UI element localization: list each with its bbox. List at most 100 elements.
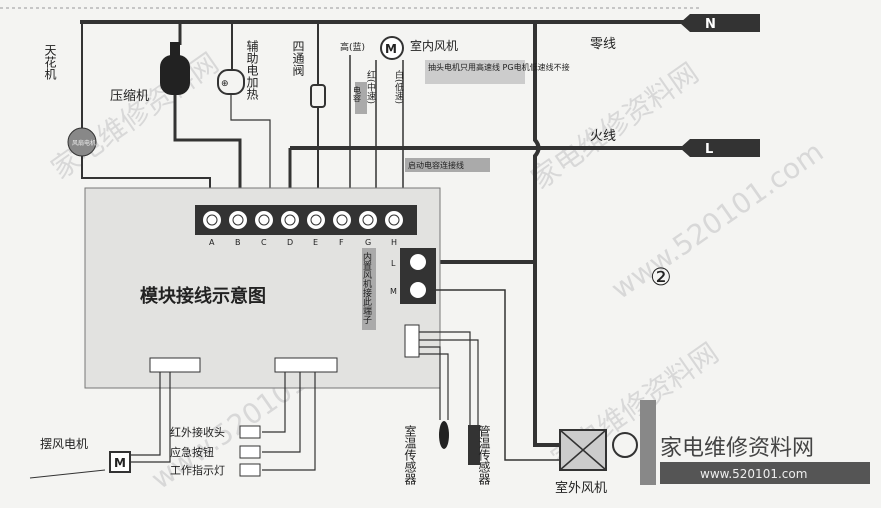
ir-receiver-icon <box>239 425 261 439</box>
terminal-label: B <box>235 238 241 247</box>
side-terminal-m <box>408 280 428 300</box>
neutral-drop-wire <box>430 22 541 264</box>
brand-url-bar <box>660 462 870 484</box>
swing-motor-component: 摆风电机 M <box>29 437 131 479</box>
cap-box <box>355 82 367 114</box>
terminal-screw <box>310 214 322 226</box>
terminal-screw <box>232 214 244 226</box>
indoor-fan-label: 室内风机 <box>410 38 458 53</box>
terminal-c <box>253 209 275 231</box>
outdoor-fan-label: 室外风机 <box>555 480 607 496</box>
neutral-terminal-tag <box>680 14 760 32</box>
compressor-component: 压缩机 <box>110 22 242 205</box>
condenser-coil <box>640 400 656 485</box>
white-wire-tag: 白(低速) <box>393 69 404 104</box>
side-terminal-l-label: L <box>391 259 396 268</box>
terminal-f <box>331 209 353 231</box>
neutral-label: 零线 <box>590 37 616 52</box>
terminal-d <box>279 209 301 231</box>
internal-fan-note: 内置风机接此端子 <box>361 251 372 324</box>
indoor-fan-motor-icon <box>380 36 404 60</box>
watermark-text: 家电维修资料网 <box>525 56 704 195</box>
terminal-screw <box>284 214 296 226</box>
high-speed-tag: 高(蓝) <box>340 41 365 53</box>
work-indicator-icon <box>239 463 261 477</box>
terminal-block: A B C D E F G H <box>201 209 405 247</box>
brand-text: 家电维修资料网 <box>660 436 814 461</box>
compressor-label: 压缩机 <box>110 88 149 104</box>
room-sensor-component: 室温传感器 <box>403 421 449 486</box>
outdoor-fan-icon <box>612 432 638 458</box>
page-title: 模块接线示意图 <box>140 285 266 307</box>
compressor-icon <box>160 55 190 95</box>
neutral-line: N 零线 <box>80 14 760 52</box>
terminal-screw <box>388 214 400 226</box>
ceiling-fan-label: 天花机 <box>43 44 57 80</box>
terminal-screw <box>362 214 374 226</box>
terminal-label: E <box>313 238 318 247</box>
live-label: 火线 <box>590 129 616 144</box>
room-sensor-label: 室温传感器 <box>403 424 417 486</box>
watermark-text: 家电维修资料网 <box>45 46 224 185</box>
brand-url: www.520101.com <box>700 467 807 481</box>
work-indicator-label: 工作指示灯 <box>170 463 225 477</box>
ceiling-fan-badge: 风扇电机 <box>72 139 96 147</box>
swing-motor-icon <box>109 451 131 473</box>
outdoor-fan-wire <box>427 289 570 461</box>
terminal-screw <box>336 214 348 226</box>
emergency-button-label: 应急按钮 <box>170 445 214 459</box>
display-connector <box>274 357 338 373</box>
cap-label: 电容 <box>353 85 362 103</box>
indoor-fan-component: M 室内风机 高(蓝) 红(中速) 白(低速) 电容 抽头电机只用高速线 PG电… <box>340 36 570 205</box>
internal-fan-note-box <box>362 248 376 330</box>
terminal-label: F <box>339 238 344 247</box>
four-way-valve-label: 四通阀 <box>291 40 305 77</box>
pipe-sensor-label: 管温传感器 <box>477 424 491 486</box>
fan-note-box <box>425 60 525 84</box>
indoor-fan-symbol: M <box>385 42 397 56</box>
sensor-connector <box>404 324 420 358</box>
terminal-b <box>227 209 249 231</box>
aux-heater-label: 辅助电加热 <box>245 40 259 101</box>
terminal-screw <box>258 214 270 226</box>
neutral-tag-text: N <box>705 17 716 32</box>
display-panel-component: 红外接收头 应急按钮 工作指示灯 <box>170 425 261 477</box>
terminal-a <box>201 209 223 231</box>
aux-heater-component: ⊕ 辅助电加热 <box>217 22 271 205</box>
pipe-sensor-component: 管温传感器 <box>468 424 491 486</box>
valve-coil-icon <box>310 84 326 108</box>
start-cap-label: 启动电容连接线 <box>408 160 464 170</box>
swing-motor-label: 摆风电机 <box>40 437 88 451</box>
side-terminal-m-label: M <box>390 287 397 296</box>
terminal-label: C <box>261 238 267 247</box>
red-wire-tag: 红(中速) <box>365 69 376 104</box>
pipe-sensor-icon <box>468 425 480 465</box>
brand-footer: 家电维修资料网 www.520101.com <box>660 436 870 484</box>
live-terminal-tag <box>680 139 760 157</box>
terminal-e <box>305 209 327 231</box>
swing-connector <box>149 357 201 373</box>
terminal-label: A <box>209 238 215 247</box>
fan-note: 抽头电机只用高速线 PG电机低速线不接 <box>428 62 570 72</box>
outdoor-fan-component: 室外风机 <box>555 400 656 496</box>
circled-number: ② <box>650 263 672 291</box>
side-terminal-l <box>408 252 428 272</box>
live-line: L 火线 <box>290 129 760 157</box>
terminal-g <box>357 209 379 231</box>
outdoor-fan-neutral-wire <box>533 262 570 447</box>
terminal-label: G <box>365 238 371 247</box>
start-cap-box <box>405 158 490 172</box>
terminal-screw <box>206 214 218 226</box>
four-way-valve-component: 四通阀 <box>291 22 326 205</box>
module-board: A B C D E F G H 模块接线示意图 内置风机接此端子 L M <box>84 187 441 389</box>
swing-motor-symbol: M <box>114 456 126 470</box>
terminal-label: H <box>391 238 397 247</box>
terminal-h <box>383 209 405 231</box>
terminal-label: D <box>287 238 293 247</box>
room-sensor-icon <box>439 421 449 449</box>
emergency-button-icon <box>239 445 261 459</box>
ir-receiver-label: 红外接收头 <box>170 425 225 439</box>
live-tag-text: L <box>705 142 713 157</box>
heater-symbol: ⊕ <box>221 79 229 89</box>
